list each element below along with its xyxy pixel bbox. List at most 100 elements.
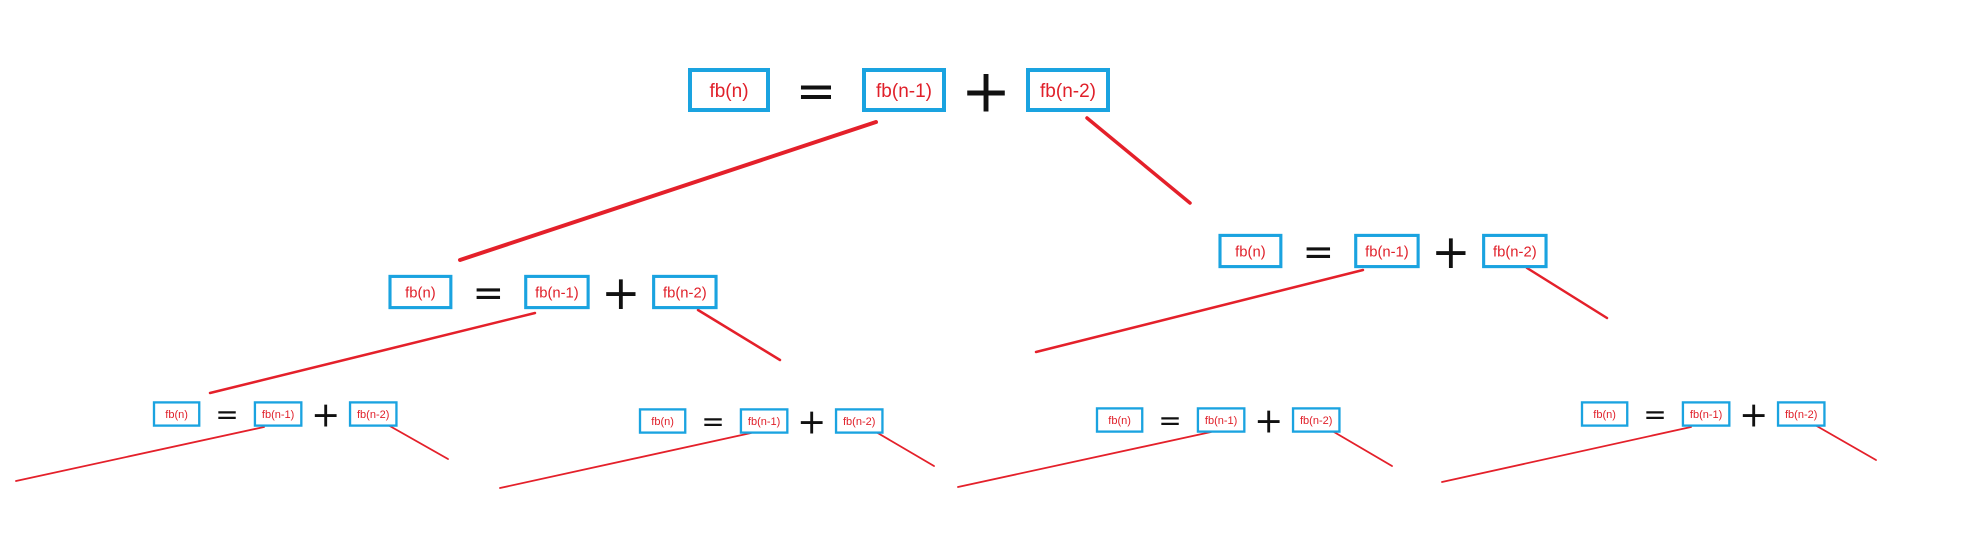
branch-line [208,311,537,395]
term-label: fb(n-1) [262,409,294,421]
equation: fb(n) = fb(n-1) + fb(n-2) [388,267,718,321]
term-label: fb(n) [709,81,748,102]
equals-sign: = [1158,404,1181,437]
branch-lines [15,116,1877,489]
branch-line [696,308,782,362]
term-label: fb(n) [1593,409,1616,421]
equation-lhs-term: fb(n) [388,274,453,310]
branch-line [15,426,265,482]
equals-sign: = [1643,398,1666,431]
term-label: fb(n-2) [843,416,875,428]
equation-rhs-second-term: fb(n-2) [1291,407,1341,433]
equals-sign: = [215,398,238,431]
term-box [862,68,946,112]
equation-rhs-second-term: fb(n-2) [1776,401,1826,427]
branch-line [875,431,935,467]
equation-rhs-second-term: fb(n-2) [834,408,884,434]
branch-line [1085,116,1192,205]
term-box [388,274,453,310]
equations: fb(n) = fb(n-1) + fb(n-2) fb(n) = fb(n-1) + fb(n-… [152,57,1826,443]
plus-sign: + [311,396,340,436]
equation-lhs-term: fb(n) [1095,407,1144,433]
term-box [253,401,303,427]
plus-sign: + [1739,396,1768,436]
equation: fb(n) = fb(n-1) + fb(n-2) [152,396,398,436]
equals-sign: = [473,270,504,314]
term-label: fb(n-2) [1785,409,1817,421]
plus-sign: + [601,267,640,321]
equation-rhs-first-term: fb(n-1) [524,274,590,310]
term-label: fb(n-2) [357,409,389,421]
equation-lhs-term: fb(n) [152,401,201,427]
term-label: fb(n-1) [748,416,780,428]
equation-rhs-first-term: fb(n-1) [862,68,946,112]
branch-line [1441,426,1692,483]
term-box [1354,233,1420,269]
equation-rhs-second-term: fb(n-2) [348,401,398,427]
term-label: fb(n-2) [663,285,707,301]
term-label: fb(n-2) [1300,415,1332,427]
term-label: fb(n) [1108,415,1131,427]
term-label: fb(n-1) [1205,415,1237,427]
equation-rhs-second-term: fb(n-2) [1026,68,1110,112]
term-label: fb(n-1) [535,285,579,301]
equation-rhs-first-term: fb(n-1) [1681,401,1731,427]
term-label: fb(n-1) [1365,244,1409,260]
branch-line [1333,431,1393,467]
term-box [688,68,770,112]
equation-lhs-term: fb(n) [1218,233,1283,269]
term-label: fb(n-2) [1493,244,1537,260]
equation: fb(n) = fb(n-1) + fb(n-2) [1218,226,1548,280]
branch-line [957,431,1212,488]
term-box [1776,401,1826,427]
term-box [152,401,201,427]
term-box [1482,233,1548,269]
term-label: fb(n-1) [1690,409,1722,421]
equation: fb(n) = fb(n-1) + fb(n-2) [638,403,884,443]
equation: fb(n) = fb(n-1) + fb(n-2) [1580,396,1826,436]
equation-rhs-first-term: fb(n-1) [1196,407,1246,433]
term-box [739,408,789,434]
equation: fb(n) = fb(n-1) + fb(n-2) [1095,402,1341,442]
term-box [834,408,884,434]
branch-line [499,432,752,489]
branch-line [1814,424,1877,461]
equation-lhs-term: fb(n) [1580,401,1629,427]
term-box [1196,407,1246,433]
term-box [1291,407,1341,433]
plus-sign: + [1431,226,1470,280]
equation-rhs-first-term: fb(n-1) [1354,233,1420,269]
branch-line [387,424,449,460]
term-box [638,408,687,434]
equals-sign: = [796,63,836,119]
equals-sign: = [1303,229,1334,273]
term-box [1095,407,1144,433]
branch-line [1034,268,1365,354]
term-box [348,401,398,427]
term-box [1026,68,1110,112]
equation-lhs-term: fb(n) [638,408,687,434]
term-label: fb(n-2) [1040,81,1096,102]
term-label: fb(n) [1235,244,1266,260]
term-box [1580,401,1629,427]
plus-sign: + [961,57,1011,127]
term-label: fb(n-1) [876,81,932,102]
equation: fb(n) = fb(n-1) + fb(n-2) [688,57,1110,127]
equation-rhs-first-term: fb(n-1) [253,401,303,427]
term-box [652,274,718,310]
term-box [524,274,590,310]
plus-sign: + [797,403,826,443]
branch-line [458,120,878,262]
equals-sign: = [701,405,724,438]
equation-rhs-second-term: fb(n-2) [652,274,718,310]
plus-sign: + [1254,402,1283,442]
branch-line [1525,266,1609,320]
term-label: fb(n) [405,285,436,301]
term-label: fb(n) [165,409,188,421]
term-label: fb(n) [651,416,674,428]
equation-lhs-term: fb(n) [688,68,770,112]
term-box [1681,401,1731,427]
equation-rhs-second-term: fb(n-2) [1482,233,1548,269]
term-box [1218,233,1283,269]
